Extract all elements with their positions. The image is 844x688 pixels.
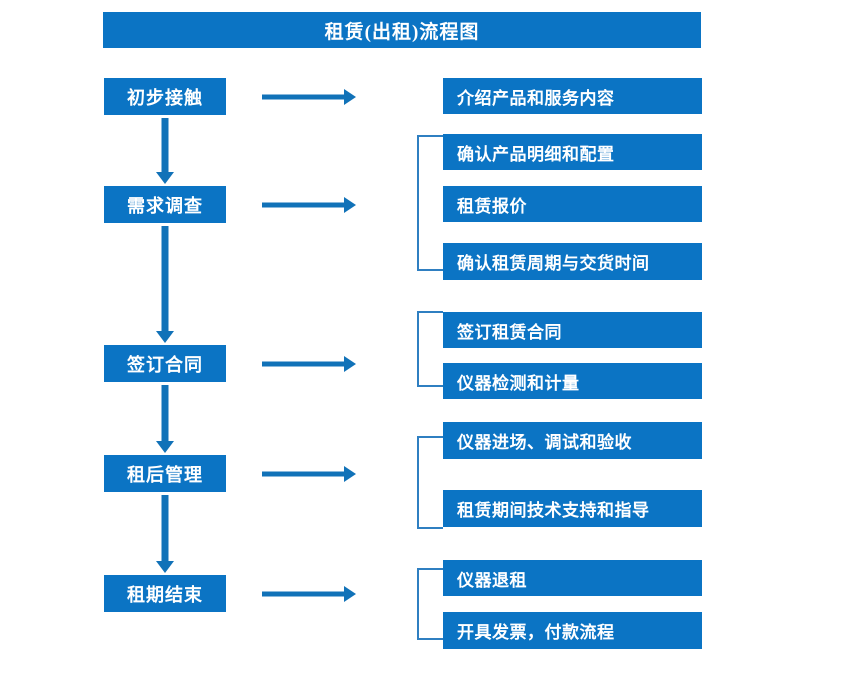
grouping-bracket-post-rental bbox=[417, 436, 443, 529]
vertical-arrow-stage1-stage2 bbox=[150, 118, 180, 184]
arrow-shaft bbox=[262, 202, 346, 208]
stage-box-sign-contract[interactable]: 签订合同 bbox=[104, 345, 226, 382]
horizontal-arrow-stage5 bbox=[262, 585, 356, 603]
arrow-head bbox=[156, 441, 174, 453]
horizontal-arrow-stage3 bbox=[262, 355, 356, 373]
arrow-head bbox=[156, 331, 174, 343]
diagram-title: 租赁(出租)流程图 bbox=[103, 12, 701, 48]
detail-box-instrument-return[interactable]: 仪器退租 bbox=[443, 560, 702, 596]
detail-box-sign-rental-contract[interactable]: 签订租赁合同 bbox=[443, 312, 702, 348]
stage-box-rental-end[interactable]: 租期结束 bbox=[104, 575, 226, 612]
grouping-bracket-rental-end bbox=[417, 568, 443, 640]
vertical-arrow-stage3-stage4 bbox=[150, 385, 180, 453]
arrow-head bbox=[156, 172, 174, 184]
vertical-arrow-stage2-stage3 bbox=[150, 226, 180, 343]
arrow-shaft bbox=[262, 471, 346, 477]
detail-box-rental-technical-support[interactable]: 租赁期间技术支持和指导 bbox=[443, 490, 702, 527]
detail-box-rental-quotation[interactable]: 租赁报价 bbox=[443, 186, 702, 222]
vertical-arrow-stage4-stage5 bbox=[150, 495, 180, 573]
arrow-shaft bbox=[161, 495, 169, 561]
arrow-shaft bbox=[161, 226, 169, 331]
stage-box-post-rental-management[interactable]: 租后管理 bbox=[104, 455, 226, 492]
stage-box-demand-survey[interactable]: 需求调查 bbox=[104, 186, 226, 223]
arrow-head bbox=[344, 466, 356, 482]
arrow-head bbox=[344, 356, 356, 372]
horizontal-arrow-stage2 bbox=[262, 196, 356, 214]
arrow-shaft bbox=[262, 94, 346, 100]
detail-box-confirm-product-details[interactable]: 确认产品明细和配置 bbox=[443, 134, 702, 170]
arrow-head bbox=[344, 197, 356, 213]
horizontal-arrow-stage1 bbox=[262, 88, 356, 106]
detail-box-invoice-payment[interactable]: 开具发票，付款流程 bbox=[443, 612, 702, 649]
arrow-shaft bbox=[161, 118, 169, 172]
detail-box-confirm-rental-period[interactable]: 确认租赁周期与交货时间 bbox=[443, 243, 702, 280]
arrow-shaft bbox=[161, 385, 169, 441]
arrow-head bbox=[156, 561, 174, 573]
stage-box-initial-contact[interactable]: 初步接触 bbox=[104, 78, 226, 115]
arrow-head bbox=[344, 89, 356, 105]
grouping-bracket-demand-survey bbox=[417, 135, 443, 271]
arrow-shaft bbox=[262, 591, 346, 597]
arrow-head bbox=[344, 586, 356, 602]
arrow-shaft bbox=[262, 361, 346, 367]
detail-box-introduce-products[interactable]: 介绍产品和服务内容 bbox=[443, 78, 702, 114]
detail-box-instrument-entry-commissioning[interactable]: 仪器进场、调试和验收 bbox=[443, 422, 702, 459]
horizontal-arrow-stage4 bbox=[262, 465, 356, 483]
detail-box-instrument-inspection[interactable]: 仪器检测和计量 bbox=[443, 363, 702, 399]
grouping-bracket-sign-contract bbox=[417, 311, 443, 387]
